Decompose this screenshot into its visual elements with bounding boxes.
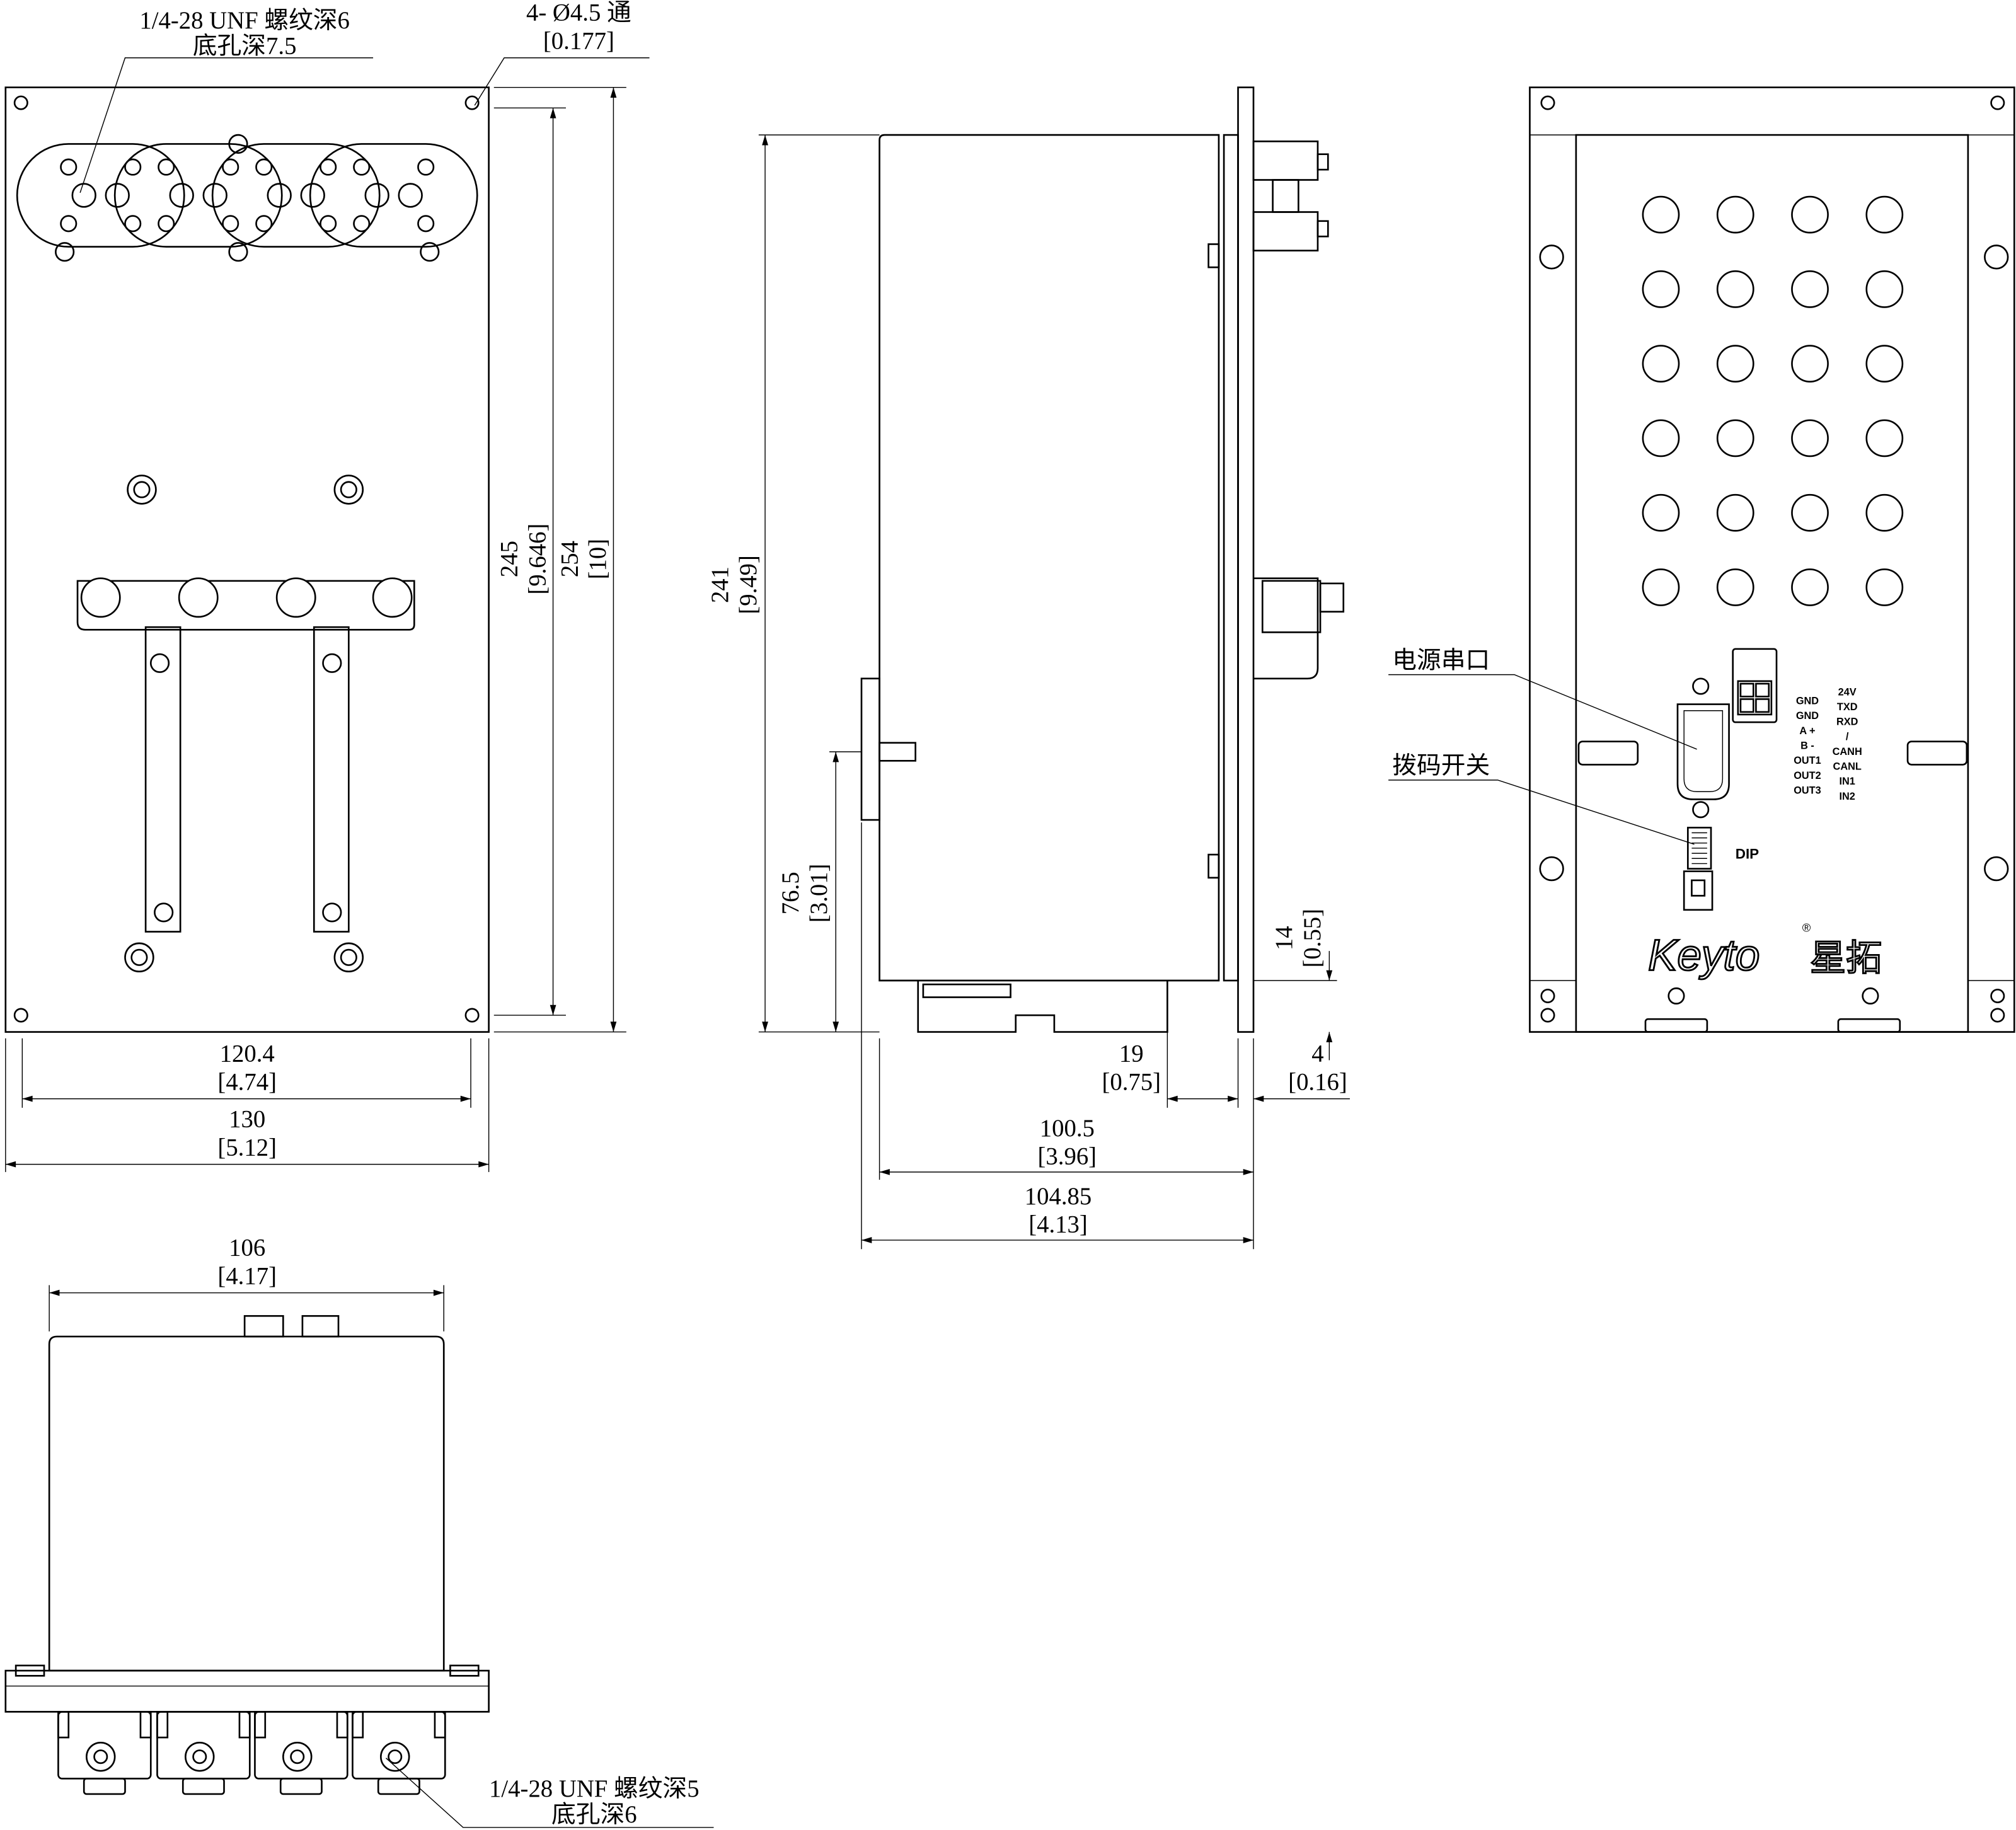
pin-label: OUT1 <box>1794 755 1821 766</box>
bottom-view: 106 [4.17] 1/4-28 UNF 螺纹深5 底孔深6 <box>4 1234 714 1828</box>
pin-label: OUT3 <box>1794 785 1821 796</box>
panel-hole <box>1716 270 1754 308</box>
pin-label: B - <box>1800 740 1814 752</box>
panel-hole <box>1791 195 1829 234</box>
pin-label: OUT2 <box>1794 770 1821 781</box>
pin-label: GND <box>1796 696 1819 707</box>
dim-14: 14 <box>1270 926 1298 950</box>
corner-hole-icon <box>1539 95 2009 1023</box>
panel-hole <box>1642 419 1680 457</box>
thread-bottom-depth-label: 底孔深6 <box>551 1801 637 1828</box>
panel-hole <box>1716 493 1754 532</box>
dim-104-85: 104.85 <box>1025 1183 1092 1210</box>
panel-hole <box>1642 195 1680 234</box>
side-view: 241 [9.49] 76.5 [3.01] 14 [0.55] 19 [0.7… <box>706 86 1350 1250</box>
dim-4: 4 <box>1311 1040 1323 1067</box>
panel-hole <box>1642 270 1680 308</box>
knob-icon <box>124 475 364 973</box>
panel-hole <box>1865 419 1904 457</box>
pin-label: 24V <box>1838 686 1857 698</box>
dim-4-inch: [0.16] <box>1288 1068 1347 1095</box>
brand-chinese: 星拓 <box>1810 938 1882 979</box>
rf-connector <box>57 1711 152 1795</box>
panel-hole <box>1791 270 1829 308</box>
rf-connector <box>352 1711 446 1795</box>
dim-106: 106 <box>229 1234 265 1261</box>
panel-hole <box>1716 568 1754 606</box>
pin-label: A + <box>1799 725 1815 737</box>
db15-serial-port[interactable] <box>1676 677 1730 819</box>
dim-120-4: 120.4 <box>220 1040 275 1067</box>
panel-hole <box>1865 568 1904 606</box>
dim-19: 19 <box>1119 1040 1144 1067</box>
dim-106-inch: [4.17] <box>217 1262 277 1289</box>
pin-label: IN2 <box>1839 791 1855 802</box>
dim-104-85-inch: [4.13] <box>1028 1211 1088 1238</box>
keyto-logo: Keyto ® 星拓 <box>1647 921 1883 981</box>
hole-inch-label: [0.177] <box>543 27 614 54</box>
panel-hole <box>1716 345 1754 383</box>
molex-power-connector <box>1732 648 1778 723</box>
dim-241: 241 <box>706 567 734 603</box>
panel-hole <box>1642 568 1680 606</box>
dim-76-5-inch: [3.01] <box>805 864 832 923</box>
dim-19-inch: [0.75] <box>1102 1068 1161 1095</box>
pin-label: TXD <box>1837 701 1858 713</box>
panel-hole <box>1716 419 1754 457</box>
rf-connector <box>254 1711 348 1795</box>
pin-label: / <box>1846 731 1849 742</box>
power-serial-label: 电源串口 <box>1392 647 1490 674</box>
pin-label: IN1 <box>1839 776 1855 787</box>
rf-connectors-bottom <box>57 1711 446 1795</box>
handle-bracket <box>76 577 415 933</box>
panel-hole <box>1716 195 1754 234</box>
registered-mark: ® <box>1802 921 1811 935</box>
panel-hole <box>1791 493 1829 532</box>
dim-245-inch: [9.646] <box>524 524 551 595</box>
panel-hole <box>1791 419 1829 457</box>
dim-100-5: 100.5 <box>1040 1115 1095 1142</box>
panel-hole <box>1865 493 1904 532</box>
dim-241-inch: [9.49] <box>735 555 762 614</box>
panel-hole <box>1642 345 1680 383</box>
pin-label: RXD <box>1836 716 1858 728</box>
panel-hole <box>1791 568 1829 606</box>
dim-254: 254 <box>556 541 583 577</box>
dip-label: DIP <box>1736 846 1759 861</box>
hole-grid <box>1642 195 1904 606</box>
pin-label: CANL <box>1833 761 1862 773</box>
thread-top-label: 1/4-28 UNF 螺纹深6 <box>139 7 350 34</box>
brand-name: Keyto <box>1648 931 1760 980</box>
mounting-hole-icon <box>13 95 480 1023</box>
panel-hole <box>1791 345 1829 383</box>
dip-switch-label: 拨码开关 <box>1392 752 1490 780</box>
thread-top-depth-label: 底孔深7.5 <box>193 33 297 60</box>
dip-switch[interactable] <box>1683 827 1714 911</box>
panel-hole <box>1865 270 1904 308</box>
dim-100-5-inch: [3.96] <box>1038 1143 1097 1170</box>
panel-hole <box>1865 345 1904 383</box>
dim-254-inch: [10] <box>584 539 611 580</box>
dim-120-4-inch: [4.74] <box>217 1068 277 1095</box>
dim-76-5: 76.5 <box>777 872 804 914</box>
thread-bottom-label: 1/4-28 UNF 螺纹深5 <box>489 1775 700 1802</box>
dim-245: 245 <box>495 541 522 577</box>
dim-14-inch: [0.55] <box>1299 909 1326 968</box>
panel-hole <box>1642 493 1680 532</box>
hole-label: 4- Ø4.5 通 <box>526 0 631 26</box>
pin-label: CANH <box>1833 746 1862 757</box>
dim-130-inch: [5.12] <box>217 1134 277 1161</box>
rf-connector-mounts <box>16 134 478 262</box>
rf-connector <box>156 1711 251 1795</box>
rf-connector-side <box>1252 141 1329 251</box>
front-view: 1/4-28 UNF 螺纹深6 底孔深7.5 4- Ø4.5 通 [0.177]… <box>4 0 650 1172</box>
dim-130: 130 <box>229 1105 265 1132</box>
panel-hole <box>1865 195 1904 234</box>
pin-label: GND <box>1796 710 1819 722</box>
